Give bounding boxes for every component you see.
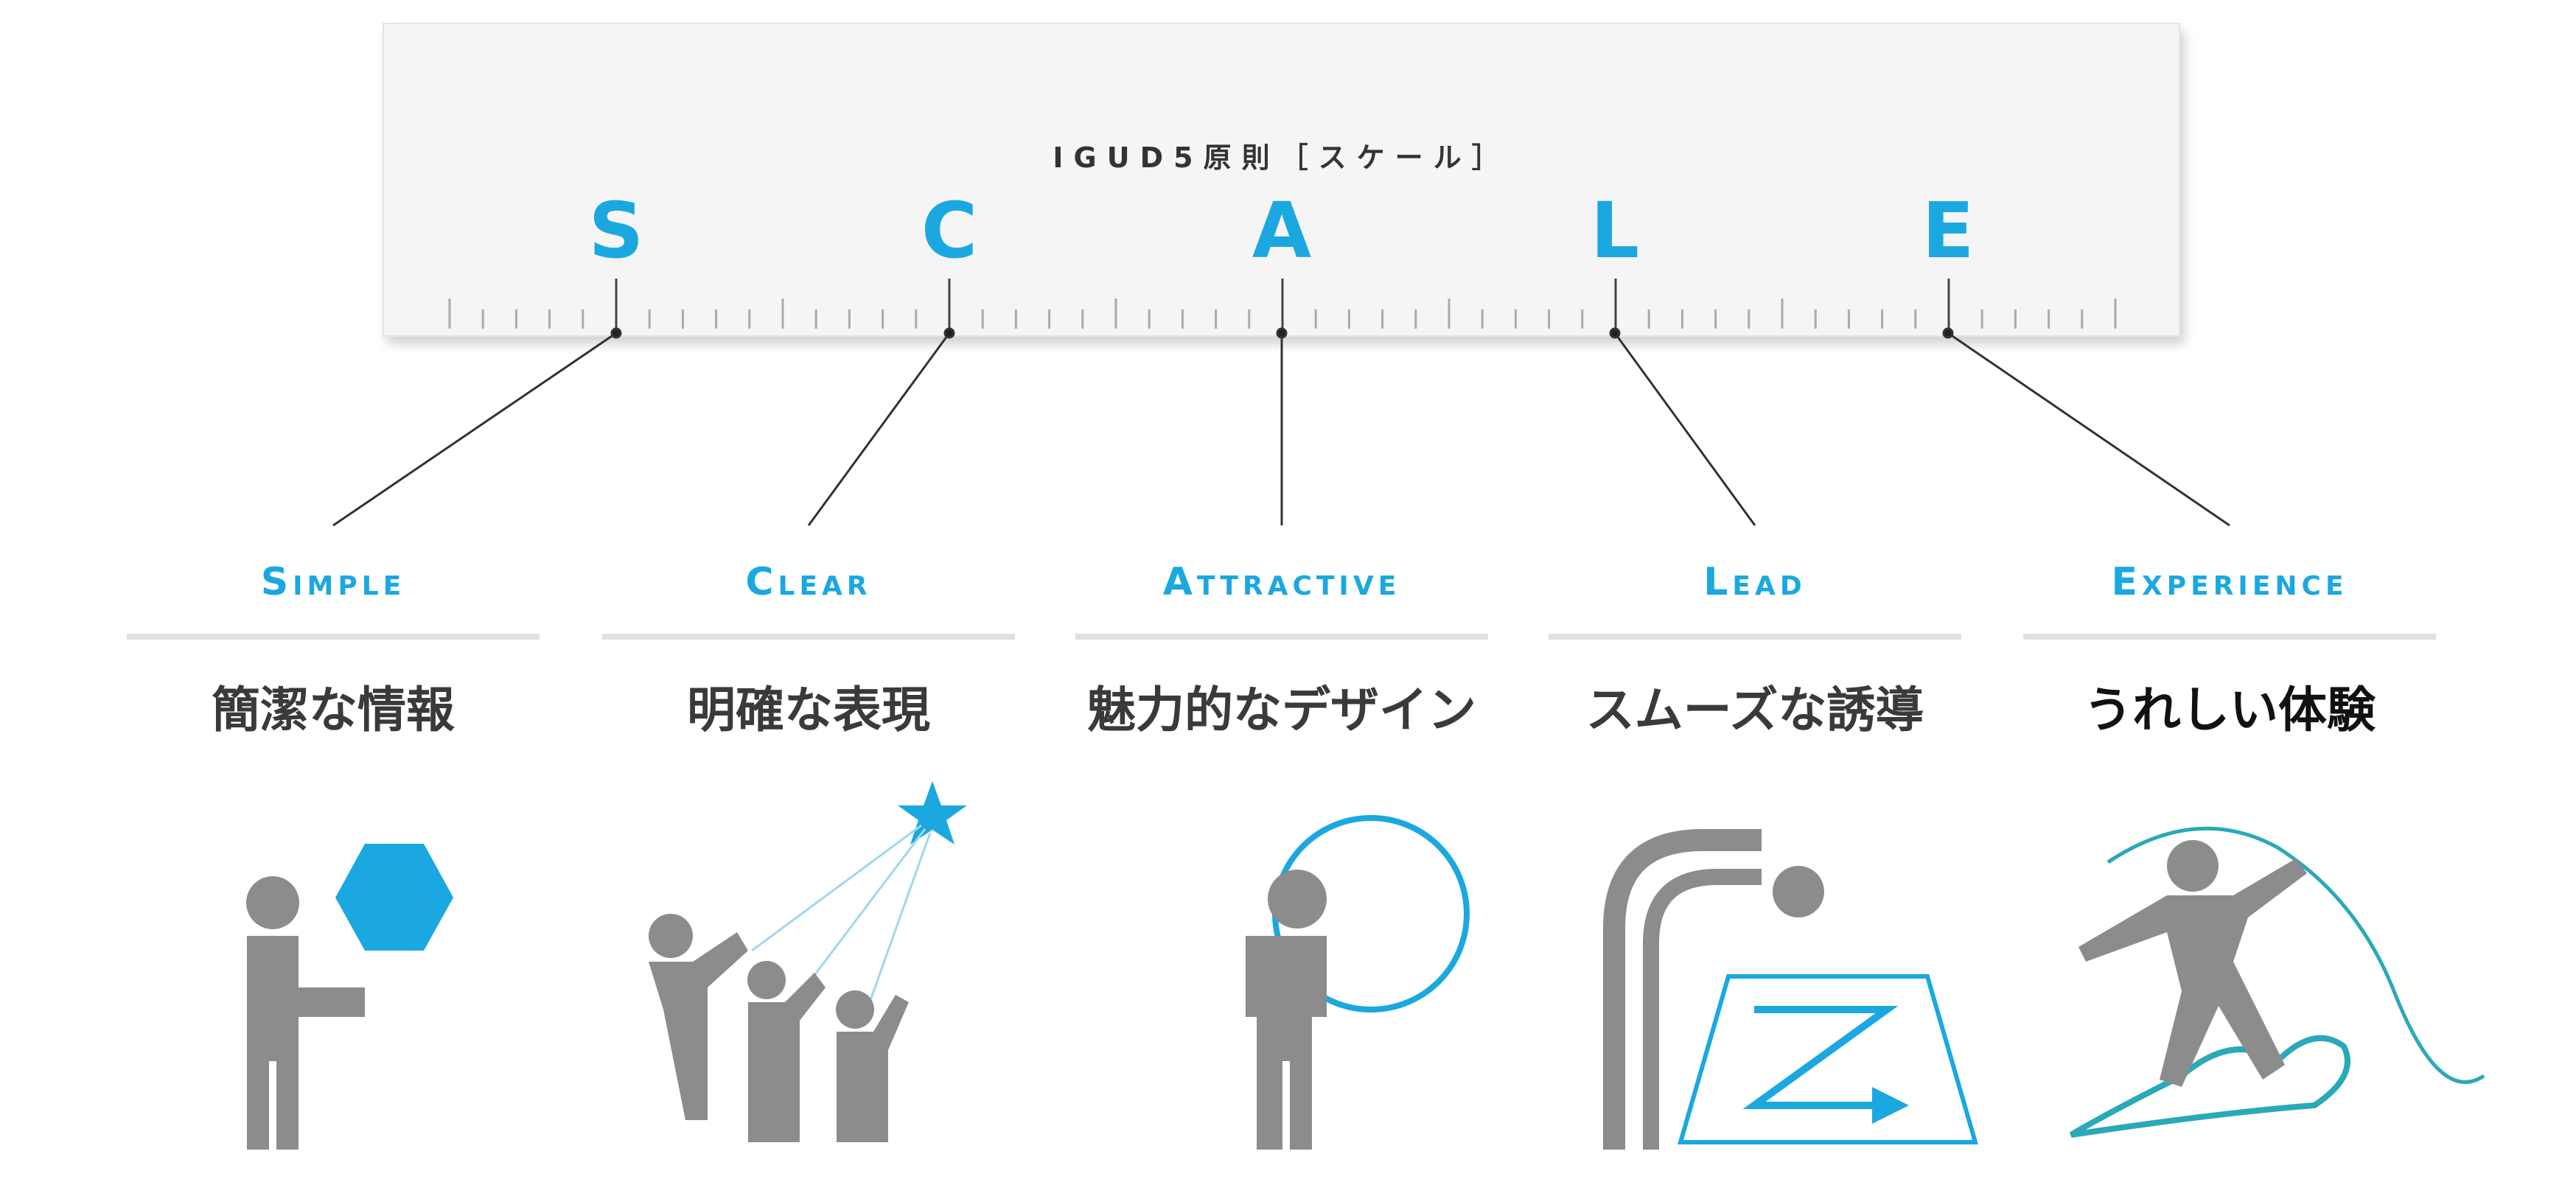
principle-jp-label: 簡潔な情報 <box>212 682 455 738</box>
people-pointing-at-star-icon <box>649 781 967 1142</box>
principle-jp-label: うれしい体験 <box>2084 682 2376 738</box>
principle-en-label: Attractive <box>1162 560 1401 604</box>
principle-en-label: Simple <box>260 560 406 604</box>
ruler-letter-s: S <box>588 186 644 276</box>
principle-simple: Simple 簡潔な情報 <box>127 553 540 741</box>
principle-clear: Clear 明確な表現 <box>602 553 1015 741</box>
ruler-letter-a: A <box>1252 186 1312 276</box>
principle-jp-label: 魅力的なデザイン <box>1087 682 1476 738</box>
ruler-letter-l: L <box>1590 186 1640 276</box>
divider <box>127 634 540 640</box>
principle-attractive: Attractive 魅力的なデザイン <box>1075 553 1488 741</box>
ruler-ticks <box>448 279 2117 329</box>
principle-en-label: Clear <box>745 560 872 604</box>
ruler-title: IGUD5原則［スケール］ <box>1053 141 1510 174</box>
ruler-letter-c: C <box>921 186 978 276</box>
ruler-letter-e: E <box>1921 186 1975 276</box>
person-surfing-icon <box>2069 826 2485 1138</box>
principle-jp-label: スムーズな誘導 <box>1585 682 1924 738</box>
person-guiding-z-arrow-icon <box>1603 829 1978 1150</box>
person-with-circle-icon <box>1246 815 1470 1150</box>
principle-jp-label: 明確な表現 <box>687 682 930 738</box>
principle-experience: Experience うれしい体験 <box>2023 553 2436 741</box>
divider <box>602 634 1015 640</box>
divider <box>2023 634 2436 640</box>
divider <box>1075 634 1488 640</box>
principle-en-label: Experience <box>2111 560 2348 604</box>
principle-en-label: Lead <box>1703 560 1807 604</box>
connector-lines <box>332 327 2230 527</box>
person-holding-hexagon-icon <box>246 844 453 1150</box>
divider <box>1549 634 1961 640</box>
principle-lead: Lead スムーズな誘導 <box>1549 553 1961 741</box>
